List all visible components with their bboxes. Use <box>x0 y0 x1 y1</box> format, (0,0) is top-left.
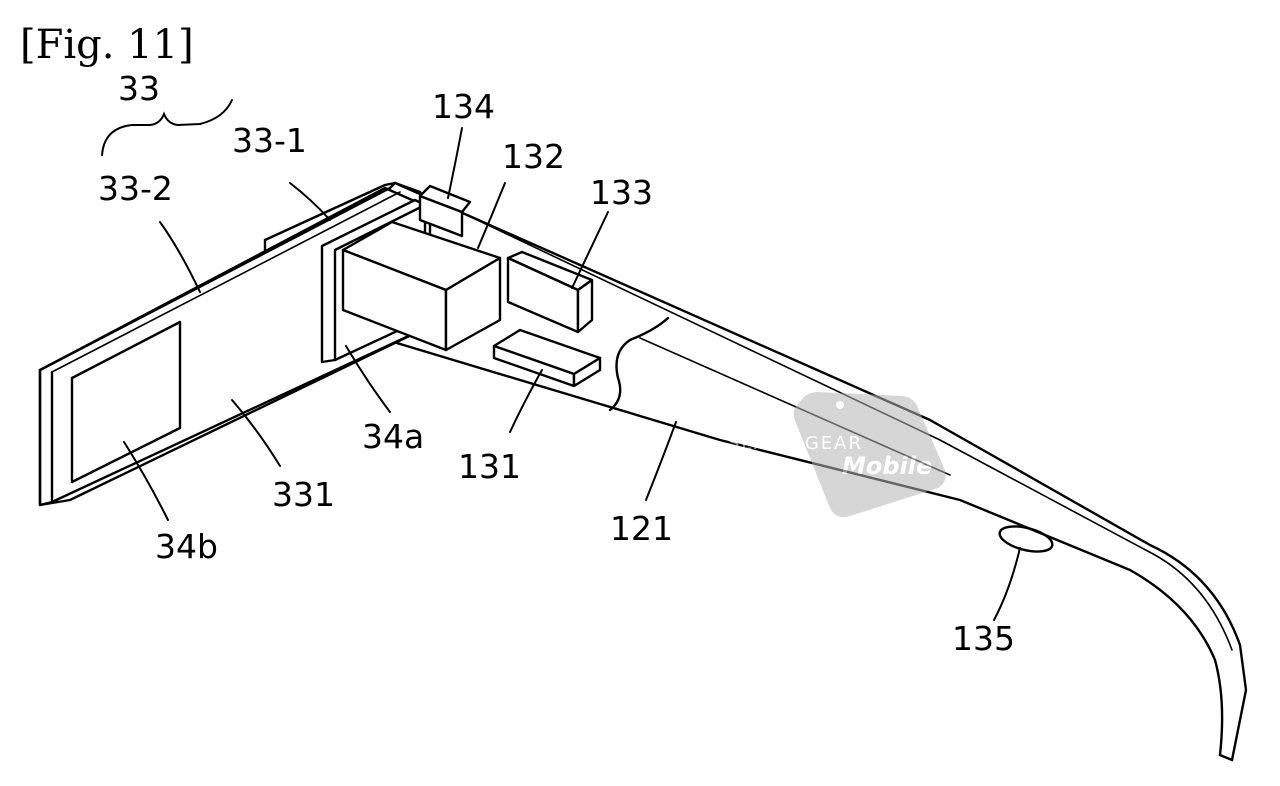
leader-lines <box>101 99 1021 621</box>
label-132: 132 <box>502 137 565 176</box>
temple-arm <box>378 181 1248 762</box>
brace-33 <box>101 99 233 156</box>
label-134: 134 <box>432 87 495 126</box>
watermark-brand: SLASH GEAR <box>728 433 863 454</box>
figure-title: [Fig. 11] <box>20 22 194 68</box>
label-135: 135 <box>952 619 1015 658</box>
label-131: 131 <box>458 447 521 486</box>
label-121: 121 <box>610 509 673 548</box>
watermark-sub: Mobile <box>842 452 932 480</box>
label-133: 133 <box>590 173 653 212</box>
label-331: 331 <box>272 475 335 514</box>
label-33: 33 <box>118 69 160 108</box>
component-134 <box>418 184 472 238</box>
component-131 <box>492 328 602 388</box>
component-132 <box>341 220 502 352</box>
component-133 <box>506 250 594 334</box>
opening-135 <box>998 525 1054 553</box>
label-33-1: 33-1 <box>232 121 307 160</box>
label-34a: 34a <box>362 417 424 456</box>
slashgear-watermark: SLASH GEAR Mobile <box>728 392 946 517</box>
watermark-phone-dot <box>836 401 844 409</box>
label-33-2: 33-2 <box>98 169 173 208</box>
reference-labels: 33 33-1 33-2 134 132 133 34a 131 331 34b… <box>98 69 1015 658</box>
watermark-phone-shape <box>793 392 946 517</box>
display-window-34b <box>70 320 182 484</box>
label-34b: 34b <box>155 527 218 566</box>
